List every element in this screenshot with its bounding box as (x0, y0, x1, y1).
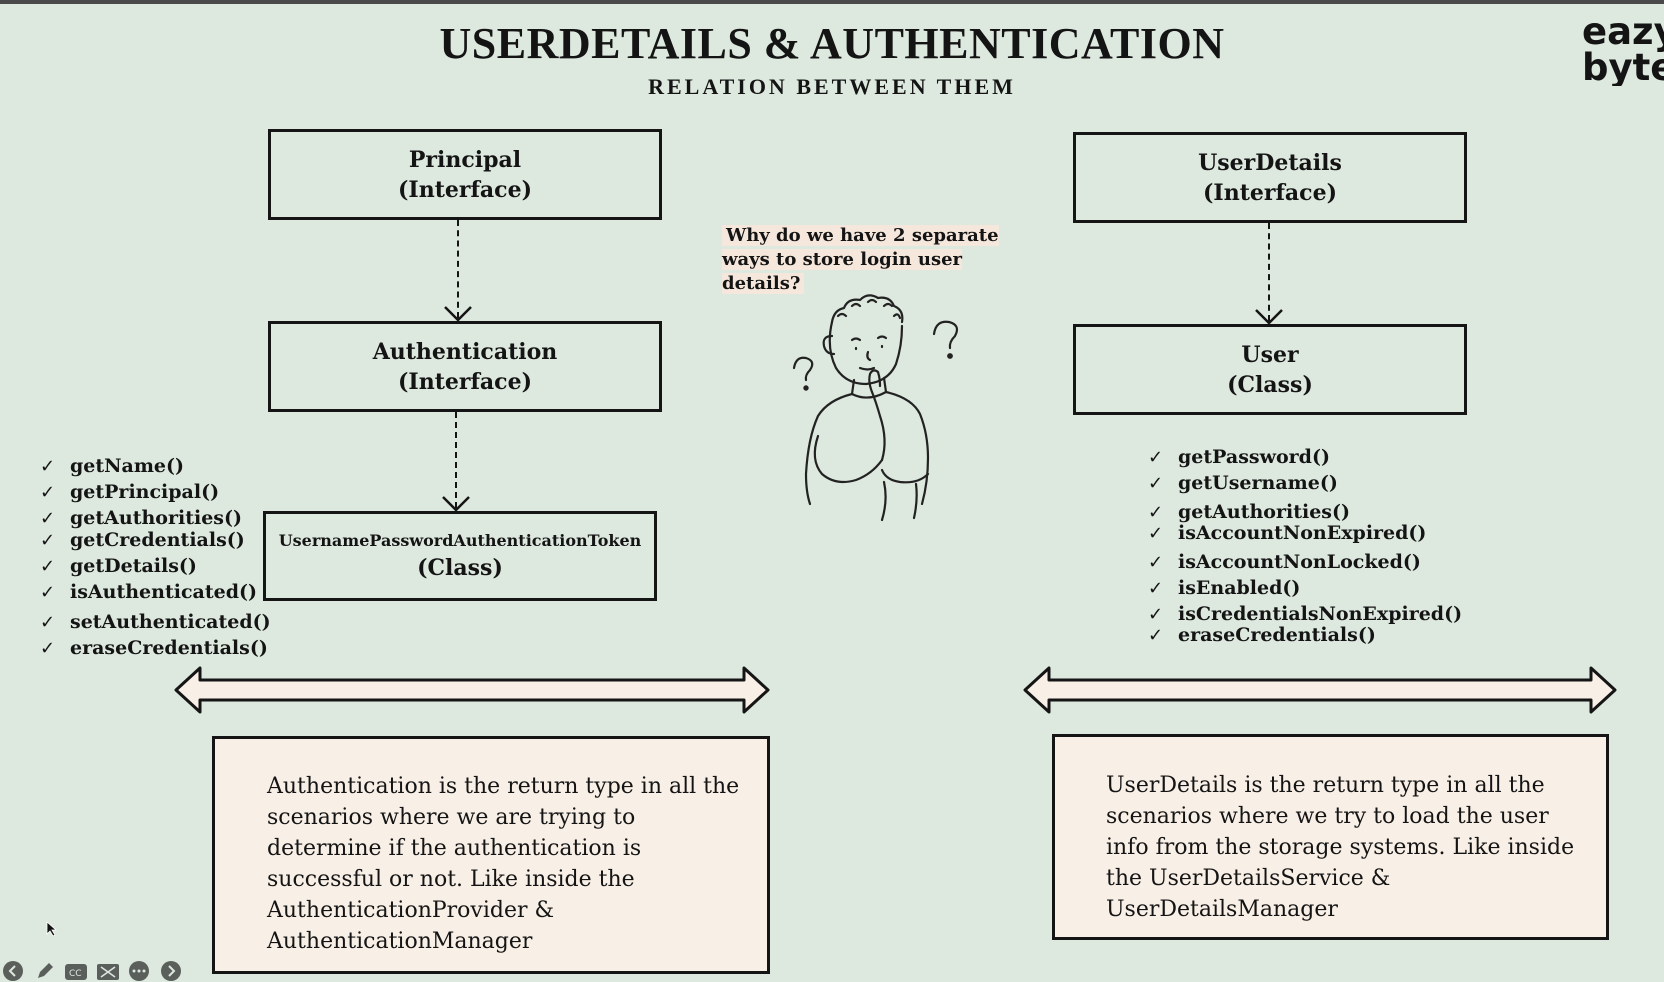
user-type: (Class) (1227, 371, 1313, 398)
check-icon: ✓ (1148, 578, 1164, 599)
check-icon: ✓ (40, 482, 56, 503)
top-bar (0, 0, 1664, 4)
principal-to-authentication-connector (457, 220, 459, 318)
userdetails-to-user-connector (1268, 223, 1270, 321)
check-icon: ✓ (40, 508, 56, 529)
userdetails-type: (Interface) (1203, 179, 1337, 206)
forward-icon[interactable] (160, 960, 182, 982)
method-item: ✓getPrincipal() (40, 481, 220, 503)
authentication-type: (Interface) (398, 368, 532, 395)
slide-subtitle: RELATION BETWEEN THEM (648, 74, 1016, 99)
userdetails-note-text: UserDetails is the return type in all th… (1106, 773, 1575, 922)
thinking-person-icon (792, 294, 959, 522)
user-name: User (1241, 341, 1299, 368)
check-icon: ✓ (1148, 523, 1164, 544)
check-icon: ✓ (1148, 604, 1164, 625)
question-callout: Why do we have 2 separate ways to store … (722, 225, 999, 294)
right-double-arrow-icon (1023, 666, 1617, 714)
userdetails-box: UserDetails (Interface) (1073, 132, 1467, 223)
method-item: ✓getUsername() (1148, 472, 1338, 494)
check-icon: ✓ (40, 556, 56, 577)
method-item: ✓getAuthorities() (40, 507, 242, 529)
principal-box: Principal (Interface) (268, 129, 662, 220)
chat-icon[interactable] (128, 960, 150, 982)
svg-text:CC: CC (69, 969, 82, 979)
method-item: ✓eraseCredentials() (40, 637, 268, 659)
userdetails-note: UserDetails is the return type in all th… (1052, 734, 1609, 940)
authentication-note: Authentication is the return type in all… (212, 736, 770, 974)
method-item: ✓getName() (40, 455, 184, 477)
check-icon: ✓ (40, 638, 56, 659)
check-icon: ✓ (1148, 552, 1164, 573)
back-icon[interactable] (2, 960, 24, 982)
check-icon: ✓ (40, 612, 56, 633)
authentication-to-token-connector (455, 412, 457, 508)
principal-type: (Interface) (398, 176, 532, 203)
token-box: UsernamePasswordAuthenticationToken (Cla… (263, 511, 657, 601)
screen-icon[interactable] (96, 962, 120, 982)
principal-name: Principal (408, 146, 522, 173)
method-item: ✓eraseCredentials() (1148, 624, 1376, 646)
check-icon: ✓ (40, 456, 56, 477)
method-item: ✓getPassword() (1148, 446, 1330, 468)
check-icon: ✓ (1148, 447, 1164, 468)
arrowhead-icon (1255, 309, 1283, 325)
left-double-arrow-icon (174, 666, 770, 714)
token-name: UsernamePasswordAuthenticationToken (278, 531, 642, 550)
arrowhead-icon (442, 496, 470, 512)
method-item: ✓isCredentialsNonExpired() (1148, 603, 1463, 625)
user-box: User (Class) (1073, 324, 1467, 415)
logo-line-2: bytes (1582, 46, 1664, 86)
method-item: ✓setAuthenticated() (40, 611, 271, 633)
method-item: ✓isAuthenticated() (40, 581, 257, 603)
arrowhead-icon (444, 306, 472, 322)
method-item: ✓isAccountNonExpired() (1148, 522, 1427, 544)
check-icon: ✓ (1148, 625, 1164, 646)
check-icon: ✓ (40, 530, 56, 551)
logo-line-1: eazy (1582, 14, 1664, 53)
userdetails-name: UserDetails (1198, 149, 1342, 176)
authentication-name: Authentication (372, 338, 558, 365)
check-icon: ✓ (40, 582, 56, 603)
method-item: ✓getCredentials() (40, 529, 245, 551)
authentication-note-text: Authentication is the return type in all… (267, 774, 740, 954)
method-item: ✓isEnabled() (1148, 577, 1301, 599)
mouse-cursor-icon (46, 921, 58, 937)
captions-icon[interactable]: CC (64, 962, 88, 982)
brand-logo: eazy bytes (1582, 14, 1664, 86)
method-item: ✓getAuthorities() (1148, 501, 1350, 523)
check-icon: ✓ (1148, 502, 1164, 523)
method-item: ✓getDetails() (40, 555, 197, 577)
slide-title: USERDETAILS & AUTHENTICATION (439, 19, 1225, 68)
check-icon: ✓ (1148, 473, 1164, 494)
authentication-box: Authentication (Interface) (268, 321, 662, 412)
method-item: ✓isAccountNonLocked() (1148, 551, 1421, 573)
token-type: (Class) (417, 555, 503, 581)
pencil-icon[interactable] (34, 960, 56, 982)
